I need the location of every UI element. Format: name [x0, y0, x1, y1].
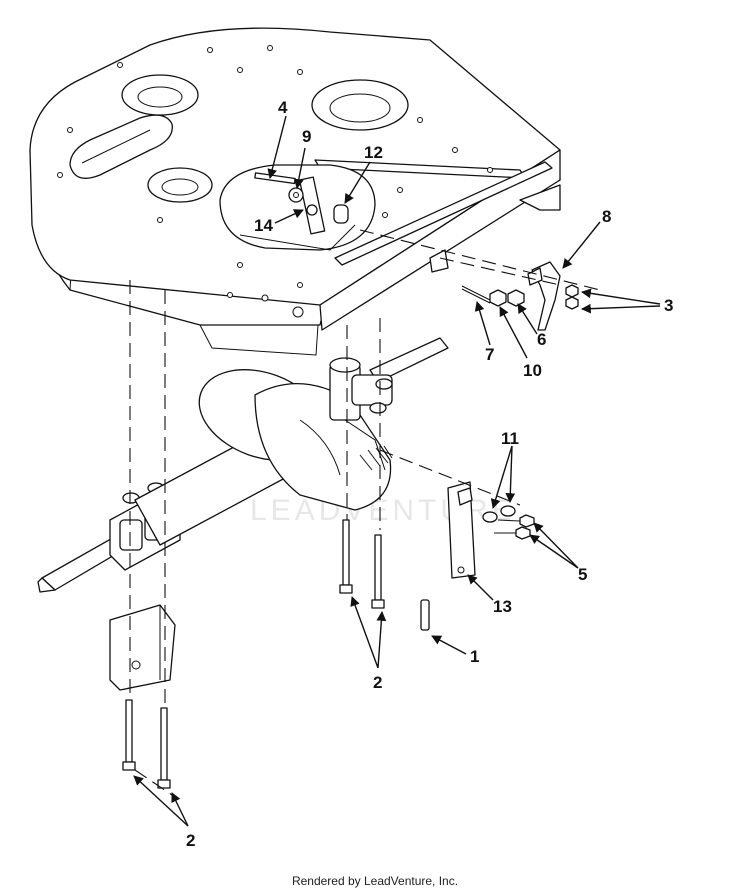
callout-5: 5 [578, 565, 587, 584]
lower-bracket [109, 604, 176, 691]
watermark-text: LEADVENTURE [250, 494, 516, 527]
callout-1: 1 [470, 647, 479, 666]
callout-2b: 2 [186, 831, 195, 850]
leader-lines [133, 115, 661, 827]
callout-13: 13 [493, 597, 512, 616]
callout-8: 8 [602, 207, 611, 226]
callout-7: 7 [485, 345, 494, 364]
alignment-lines [129, 229, 601, 796]
transaxle-assembly [37, 337, 449, 593]
callout-12: 12 [364, 143, 383, 162]
deck-plate [29, 27, 561, 356]
hardware-right [461, 261, 579, 331]
callout-2a: 2 [373, 673, 382, 692]
footer-credit: Rendered by LeadVenture, Inc. [291, 874, 459, 888]
mounting-holes [57, 45, 493, 318]
callout-11: 11 [501, 429, 519, 448]
callout-6: 6 [537, 330, 546, 349]
callout-14: 14 [254, 216, 273, 235]
clevis-pin [420, 599, 430, 631]
callout-9: 9 [302, 127, 311, 146]
callout-10: 10 [523, 361, 542, 380]
callout-4: 4 [278, 98, 288, 117]
callout-3: 3 [664, 296, 673, 315]
callout-labels: 4 9 12 14 8 3 6 7 10 11 5 13 1 2 2 [186, 98, 673, 850]
